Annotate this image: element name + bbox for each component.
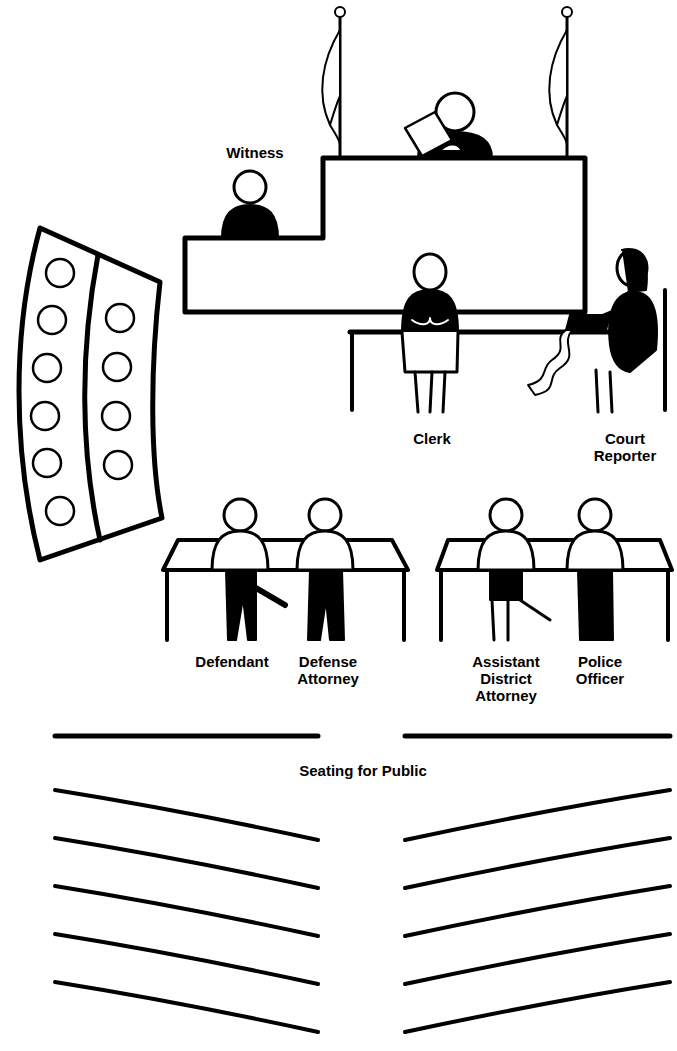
flag: [322, 7, 345, 158]
figure-label: Police Officer: [560, 653, 640, 687]
figure-label: Witness: [226, 144, 283, 161]
judge-figure: [405, 93, 492, 158]
clerk-table: [350, 290, 665, 410]
public-pews: [55, 790, 670, 1032]
bar-rail: [55, 736, 670, 737]
clerk-figure: [402, 254, 458, 412]
defense-table: [163, 499, 408, 640]
judge-bench: [185, 158, 585, 312]
prosecution-table: [437, 499, 672, 640]
court-reporter-figure: [528, 249, 657, 412]
flag: [549, 7, 572, 158]
figure-label: Defense Attorney: [288, 653, 368, 687]
figure-label: Court Reporter: [580, 430, 670, 464]
figure-label: Assistant District Attorney: [461, 653, 551, 704]
area-label: Seating for Public: [299, 762, 427, 779]
jury-box: [19, 228, 162, 560]
figure-label: Clerk: [413, 430, 451, 447]
witness-figure: [222, 171, 278, 238]
figure-label: Defendant: [195, 653, 268, 670]
